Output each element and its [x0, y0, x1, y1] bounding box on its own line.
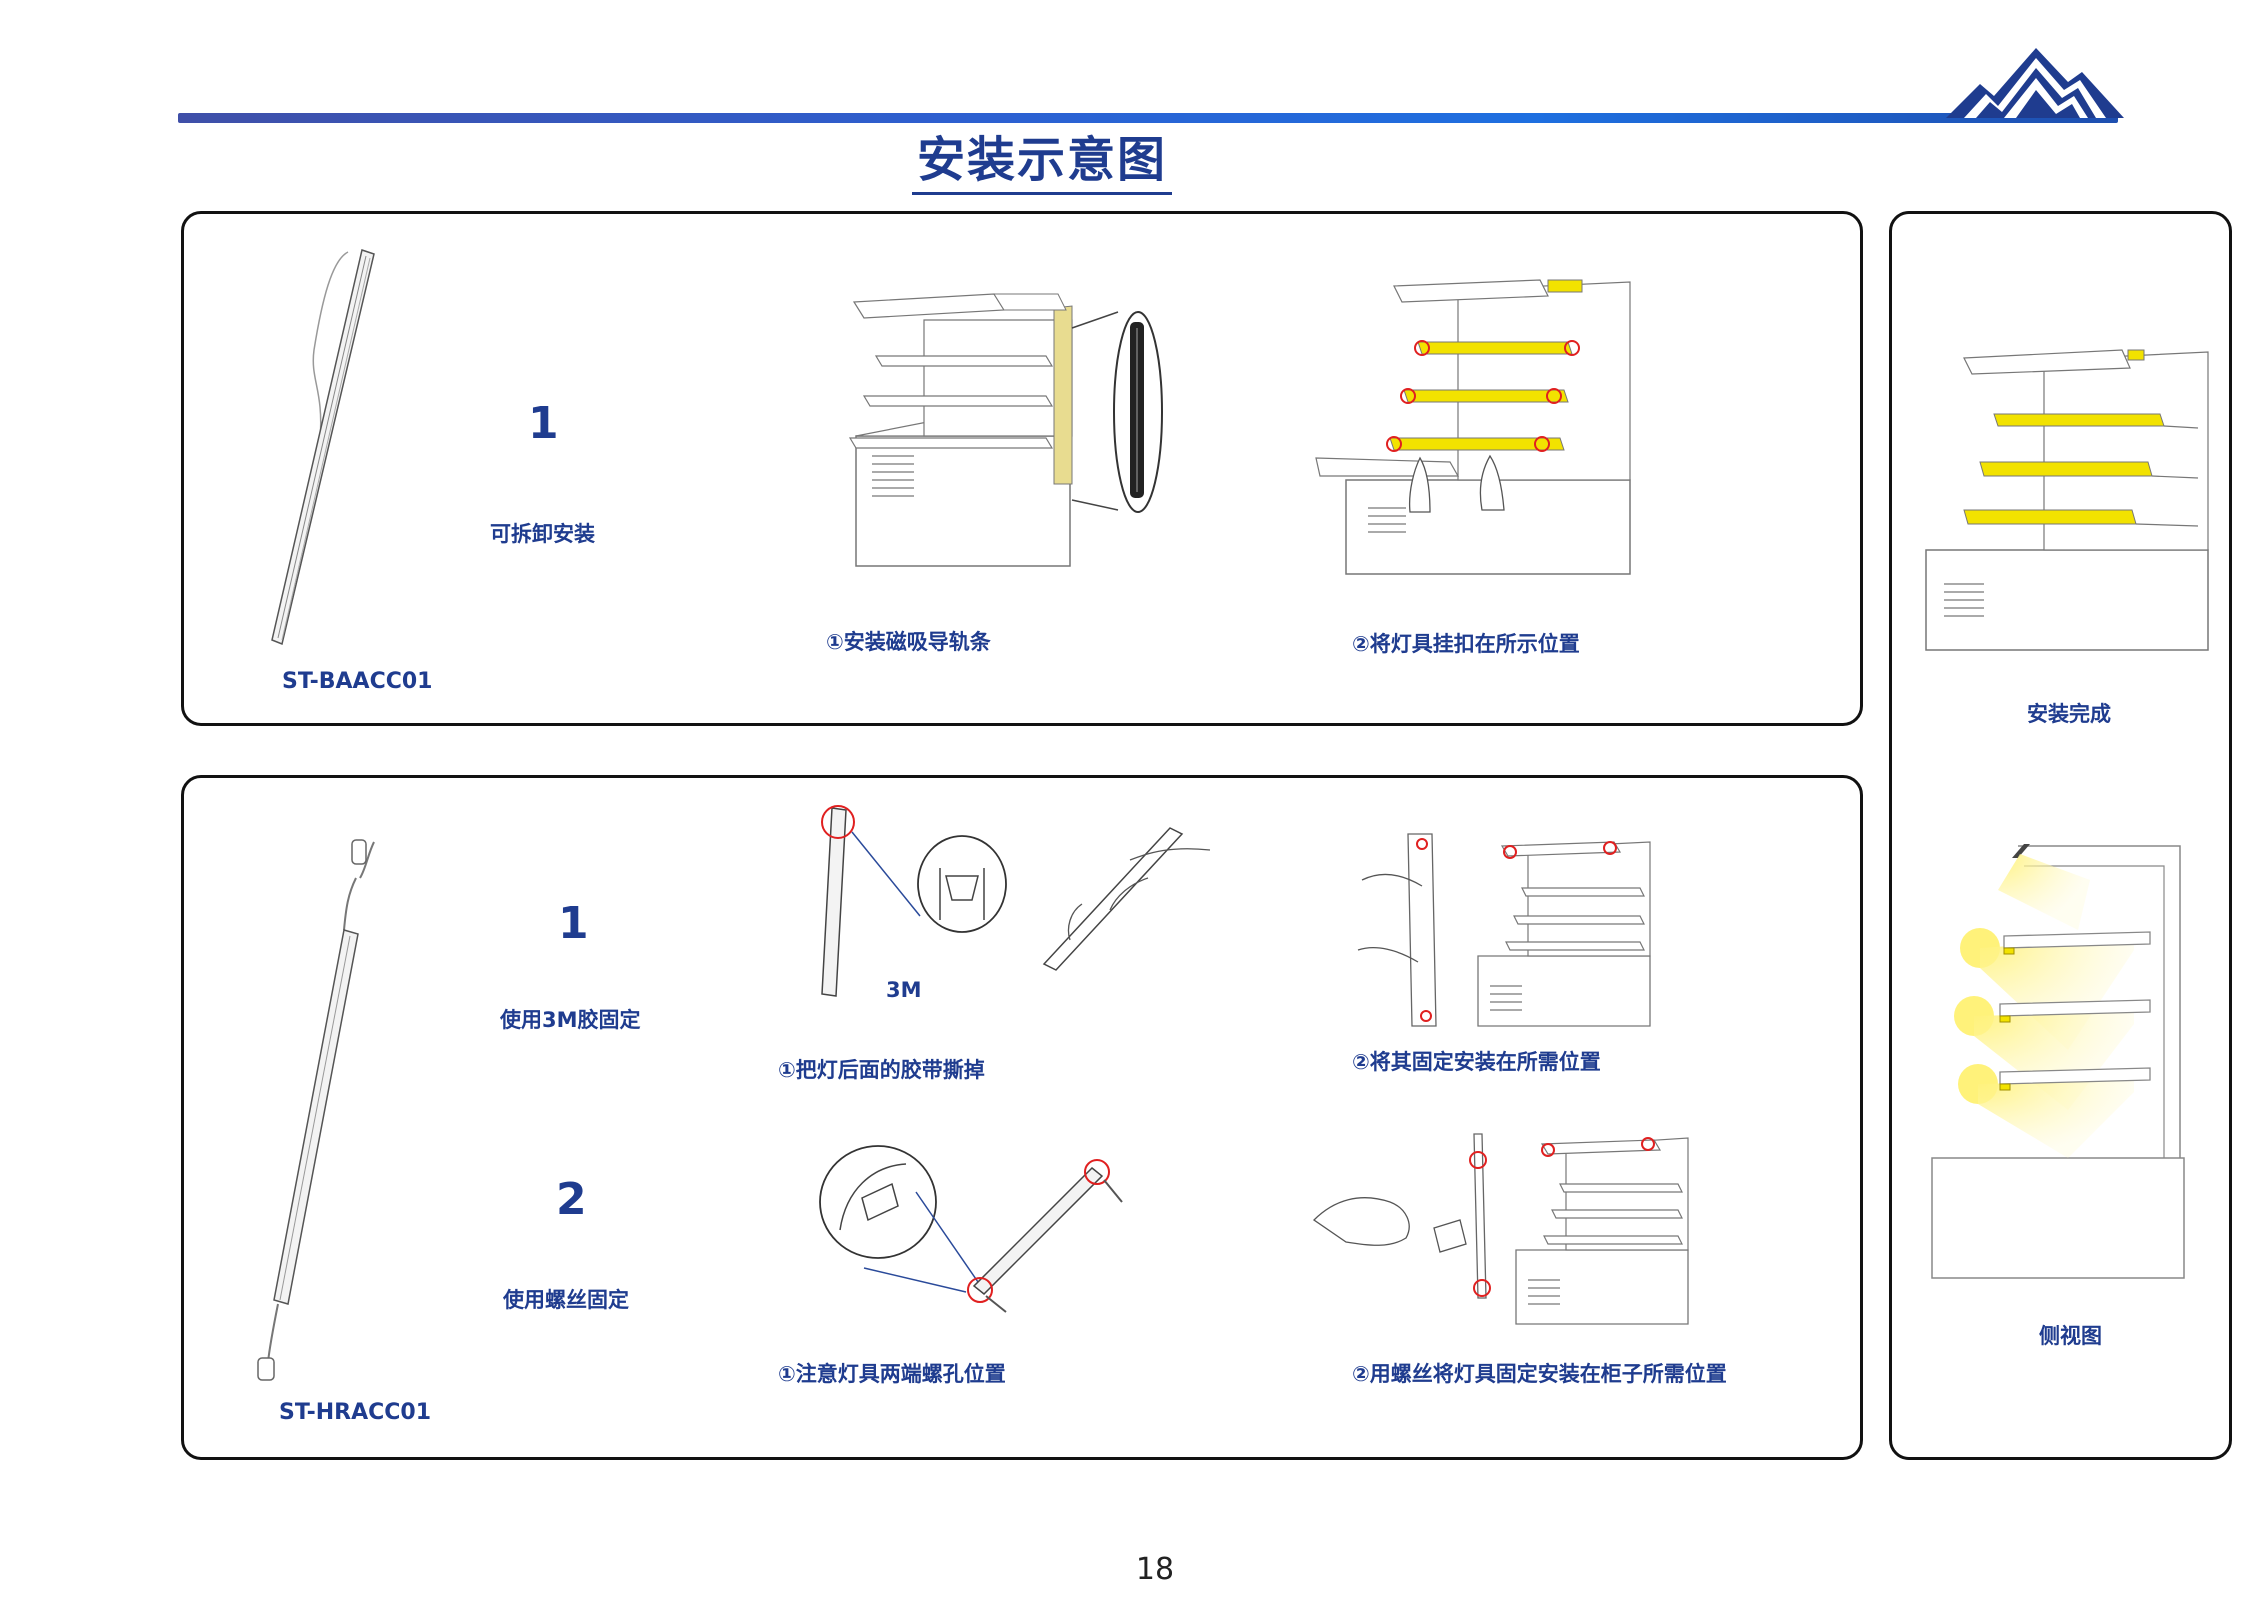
method1-step2-caption: ②将其固定安装在所需位置: [1352, 1050, 1601, 1074]
mountain-logo-icon: [1946, 48, 2124, 118]
cabinet-magnetic-rail-figure: [848, 293, 1163, 567]
label-3m: 3M: [886, 978, 922, 1002]
step2-caption: ②将灯具挂扣在所示位置: [1352, 632, 1580, 656]
method1-label: 使用3M胶固定: [500, 1008, 641, 1032]
side-view-figure: [1931, 844, 2185, 1279]
install-method-label: 可拆卸安装: [490, 522, 595, 546]
peel-tape-figure: [821, 805, 1211, 997]
step1-caption: ①安装磁吸导轨条: [826, 630, 991, 654]
step-number: 1: [528, 398, 559, 449]
fix-with-tape-figure: [1357, 833, 1651, 1027]
header-bar: [178, 113, 2118, 123]
fix-with-screws-figure: [1312, 1133, 1689, 1325]
installed-cabinet-figure: [1925, 349, 2209, 651]
method1-step1-caption: ①把灯后面的胶带撕掉: [778, 1058, 985, 1082]
cabinet-hang-lights-figure: [1315, 279, 1631, 575]
product-code: ST-BAACC01: [282, 669, 433, 694]
screw-holes-figure: [819, 1145, 1123, 1313]
method1-number: 1: [558, 898, 589, 949]
side-view-label: 侧视图: [2039, 1324, 2102, 1348]
method2-step2-caption: ②用螺丝将灯具固定安装在柜子所需位置: [1352, 1362, 1727, 1386]
method2-step1-caption: ①注意灯具两端螺孔位置: [778, 1362, 1006, 1386]
method2-number: 2: [556, 1174, 587, 1225]
install-complete-label: 安装完成: [2027, 702, 2111, 726]
product-code: ST-HRACC01: [279, 1400, 432, 1425]
removable-light-bar-figure: [271, 249, 375, 646]
fixed-light-bar-figure: [257, 839, 375, 1381]
page-title: 安装示意图: [912, 130, 1172, 195]
method2-label: 使用螺丝固定: [503, 1288, 629, 1312]
page-number: 18: [1135, 1552, 1175, 1587]
